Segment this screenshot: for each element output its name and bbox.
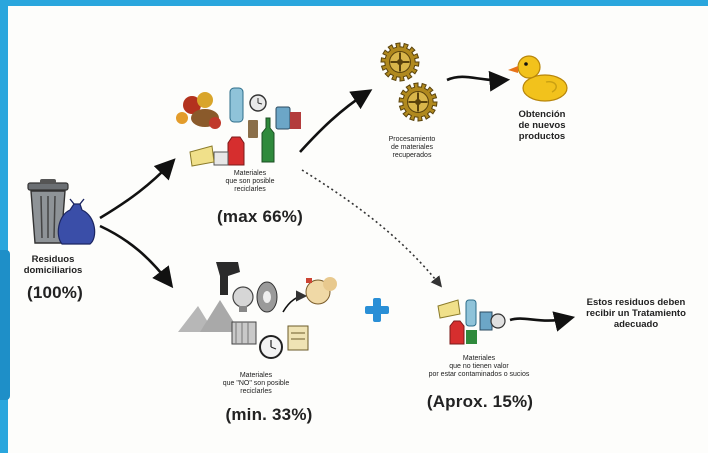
- residuos-label-line2: domiciliarios: [23, 264, 83, 276]
- non-recyclables-cluster-icon: [178, 262, 337, 359]
- non-recyclables-caption-line1: Materiales: [239, 372, 273, 379]
- new-products-line2: de nuevos: [518, 119, 566, 131]
- contaminated-caption: Materiales que no tienen valor por estar…: [404, 355, 554, 379]
- rubber-duck-icon: [508, 55, 568, 102]
- treatment-line3: adecuado: [613, 318, 659, 330]
- processing-caption-line1: Procesamiento: [388, 136, 436, 143]
- contaminated-percent: (Aprox. 15%): [426, 392, 534, 411]
- non-recyclables-caption-line3: reciclarles: [240, 388, 272, 396]
- contaminated-caption-line2: que no tienen valor: [449, 363, 509, 371]
- trash-bag-icon: [57, 198, 96, 245]
- arrow-to-processing: [299, 89, 373, 153]
- recyclables-caption-line2: que son posible: [225, 178, 275, 186]
- recyclables-caption-line3: reciclarles: [234, 186, 266, 194]
- new-products-line1: Obtención: [518, 109, 566, 120]
- frame-top-border: [0, 0, 708, 6]
- gear-top-icon: [380, 42, 420, 82]
- treatment-line1: Estos residuos deben: [586, 297, 686, 308]
- arrow-to-recyclables: [99, 158, 176, 220]
- plus-icon: [365, 298, 389, 322]
- contaminated-caption-line1: Materiales: [462, 355, 496, 362]
- contaminated-cluster-icon: [437, 299, 506, 345]
- residuos-percent: (100%): [26, 283, 83, 302]
- treatment-line2: recibir un Tratamiento: [586, 307, 686, 319]
- recyclables-caption: Materiales que son posible reciclarles: [210, 170, 290, 194]
- processing-caption: Procesamiento de materiales recuperados: [370, 136, 454, 160]
- recyclables-percent: (max 66%): [217, 207, 303, 226]
- non-recyclables-caption: Materiales que "NO" son posible reciclar…: [208, 372, 304, 396]
- arrow-to-duck: [446, 70, 511, 92]
- contaminated-caption-line3: por estar contaminados o sucios: [428, 371, 530, 379]
- frame-left-tab: [0, 250, 10, 400]
- dotted-arrow-to-contaminated: [301, 169, 442, 288]
- arrow-to-non-recyclables: [99, 224, 174, 289]
- recyclables-caption-line1: Materiales: [233, 170, 267, 177]
- treatment-caption: Estos residuos deben recibir un Tratamie…: [570, 297, 702, 331]
- processing-caption-line2: de materiales: [390, 144, 434, 152]
- non-recyclables-caption-line2: que "NO" son posible: [222, 380, 290, 388]
- trash-can-icon: [27, 179, 69, 244]
- residuos-label: Residuos domiciliarios: [18, 254, 88, 277]
- residuos-label-line1: Residuos: [31, 254, 75, 265]
- non-recyclables-percent: (min. 33%): [225, 405, 313, 424]
- gears-icon: [380, 42, 438, 122]
- gear-bottom-icon: [398, 82, 438, 122]
- arrow-to-treatment: [509, 311, 576, 332]
- new-products-line3: productos: [518, 130, 566, 142]
- new-products-caption: Obtención de nuevos productos: [500, 109, 584, 143]
- processing-caption-line3: recuperados: [392, 152, 432, 160]
- recyclables-cluster-icon: [176, 87, 301, 167]
- frame-left-border: [0, 0, 8, 453]
